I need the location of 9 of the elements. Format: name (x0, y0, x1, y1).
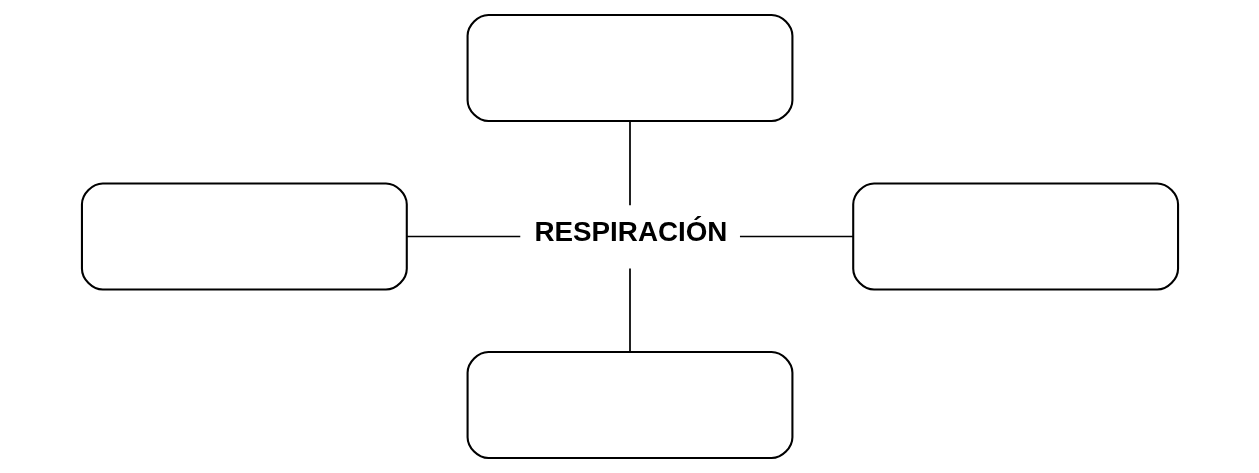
connector (628, 120, 631, 206)
connector (738, 235, 854, 238)
connector (628, 267, 631, 353)
connector (405, 235, 521, 238)
node-box (466, 350, 793, 460)
node-box (851, 182, 1179, 291)
node-box (466, 14, 793, 123)
node-text: RESPIRACIÓN (533, 216, 727, 248)
node-box (80, 182, 408, 291)
